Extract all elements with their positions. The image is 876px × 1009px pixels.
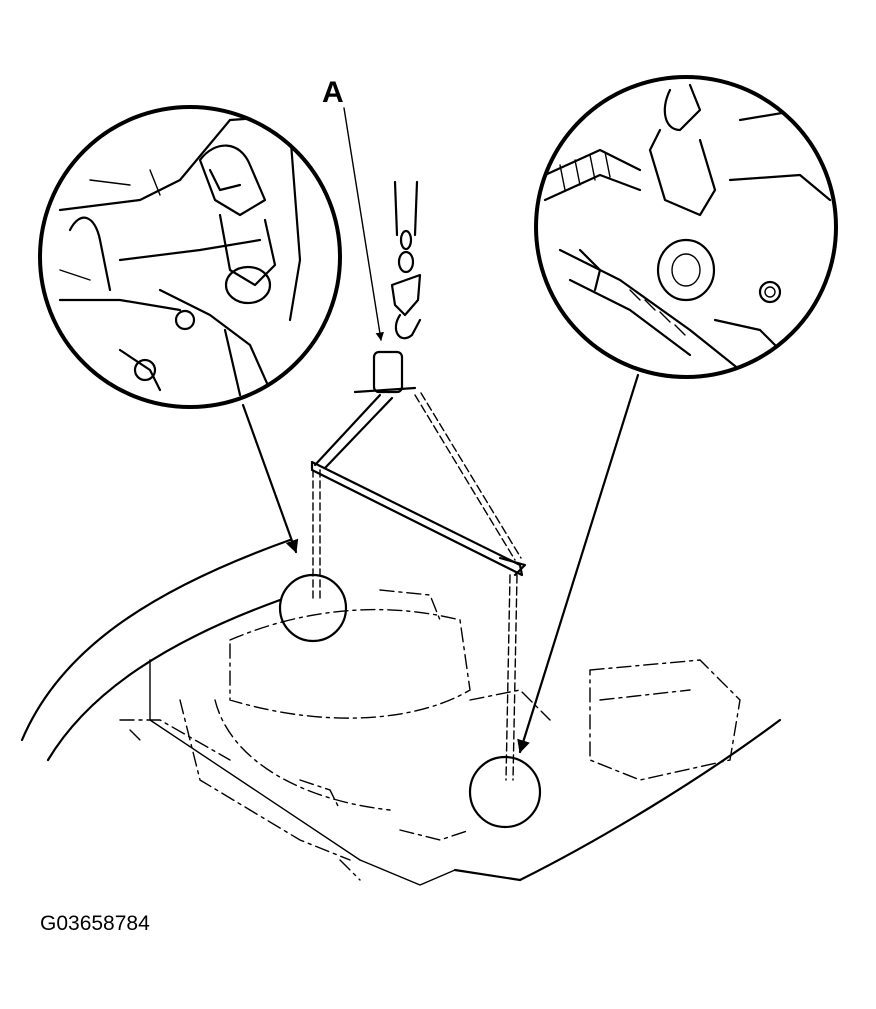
detail-magnifier-right	[534, 75, 838, 379]
detail-magnifier-left	[38, 105, 342, 409]
hoist-hook-assembly	[313, 180, 422, 470]
chain-rear	[414, 392, 522, 781]
front-attachment-circle	[278, 573, 348, 643]
figure-id: G03658784	[40, 912, 150, 935]
rear-attachment-circle	[468, 755, 542, 829]
callout-label-a: A	[322, 76, 344, 109]
leader-arrows	[241, 107, 640, 754]
lifting-bar	[310, 460, 527, 577]
engine-block-hidden-lines	[119, 589, 741, 881]
chain-front	[312, 469, 321, 601]
